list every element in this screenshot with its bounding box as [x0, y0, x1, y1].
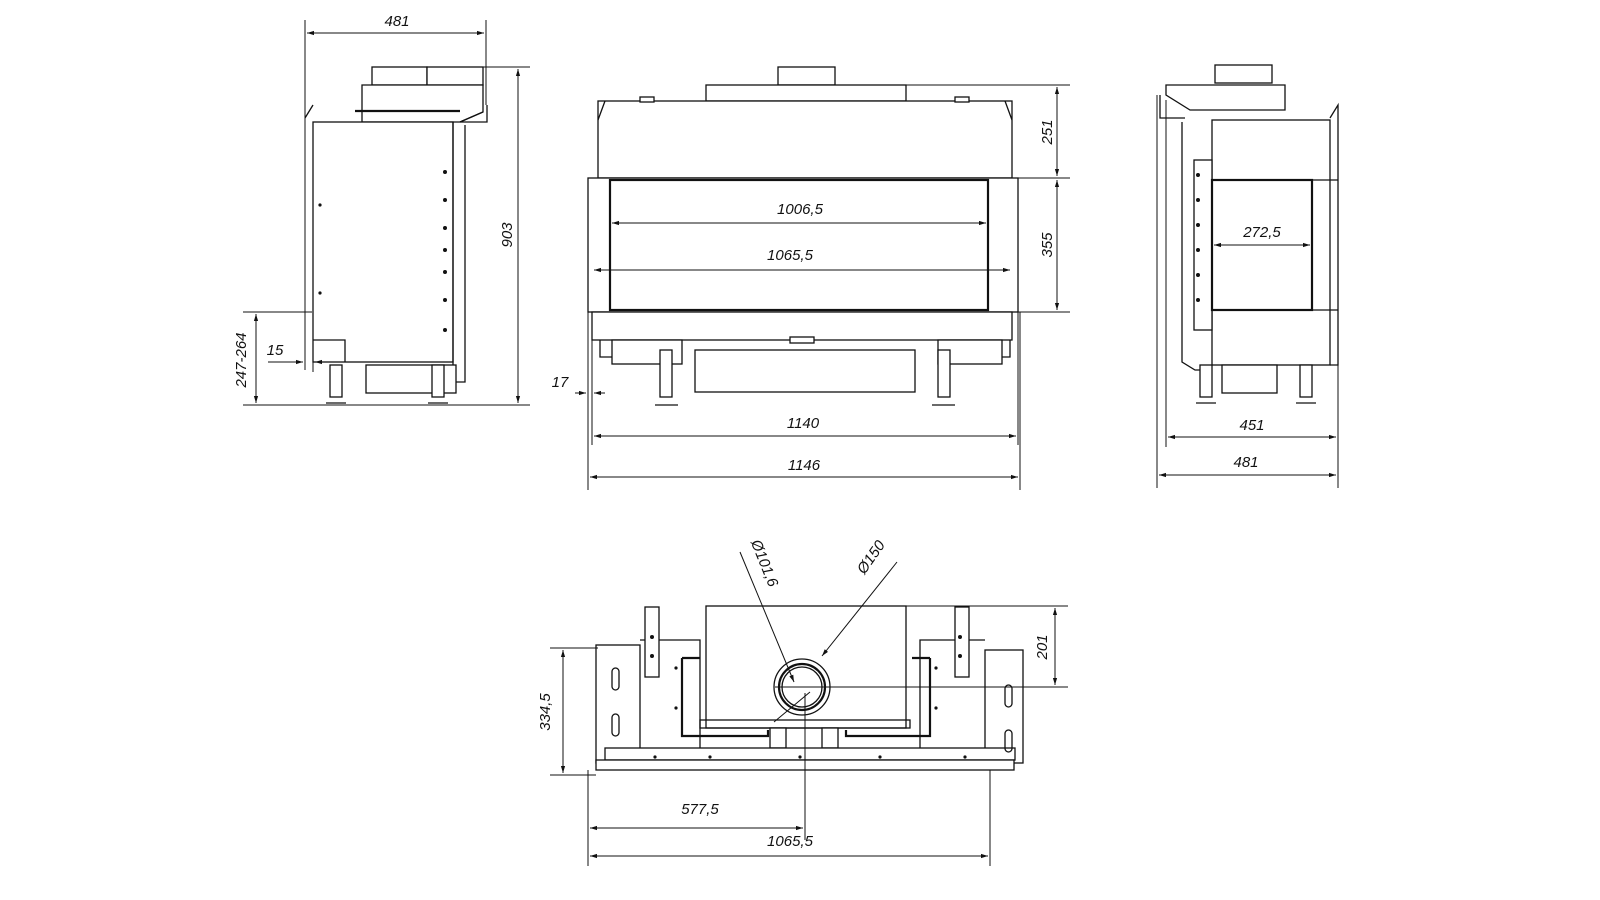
dimension-width-481-right: 481: [1233, 454, 1258, 471]
dimension-depth: 334,5: [537, 693, 554, 731]
dimension-flue-center: 577,5: [681, 801, 719, 818]
dimension-glass-height: 355: [1039, 232, 1056, 258]
dimension-width-481: 481: [384, 13, 409, 30]
dimension-glass-outer: 1065,5: [767, 247, 814, 264]
dimension-offset-17: 17: [552, 374, 569, 391]
dimension-leg-height: 247-264: [233, 332, 250, 388]
dimension-width-1065: 1065,5: [767, 833, 814, 850]
dimension-width-451: 451: [1239, 417, 1264, 434]
dimension-glass-272: 272,5: [1242, 224, 1281, 241]
top-view: 201 334,5 577,5 1065,5 Ø101,6 Ø150: [537, 536, 1068, 866]
dimension-width-1146: 1146: [788, 457, 821, 474]
right-side-view: 272,5 451 481: [1156, 64, 1339, 488]
dimension-outer-flue-diameter: Ø150: [853, 537, 889, 578]
front-view: 1006,5 1065,5 251 355 1140 1146 17: [552, 66, 1070, 490]
dimension-top-height: 251: [1039, 119, 1056, 145]
left-side-view: 481 903 247-264 15: [233, 13, 530, 406]
dimension-height-903: 903: [499, 222, 516, 248]
dimension-flue-offset: 201: [1034, 634, 1051, 660]
dimension-width-1140: 1140: [787, 415, 820, 432]
dimension-offset-15: 15: [267, 342, 284, 359]
dimension-glass-inner: 1006,5: [777, 201, 824, 218]
